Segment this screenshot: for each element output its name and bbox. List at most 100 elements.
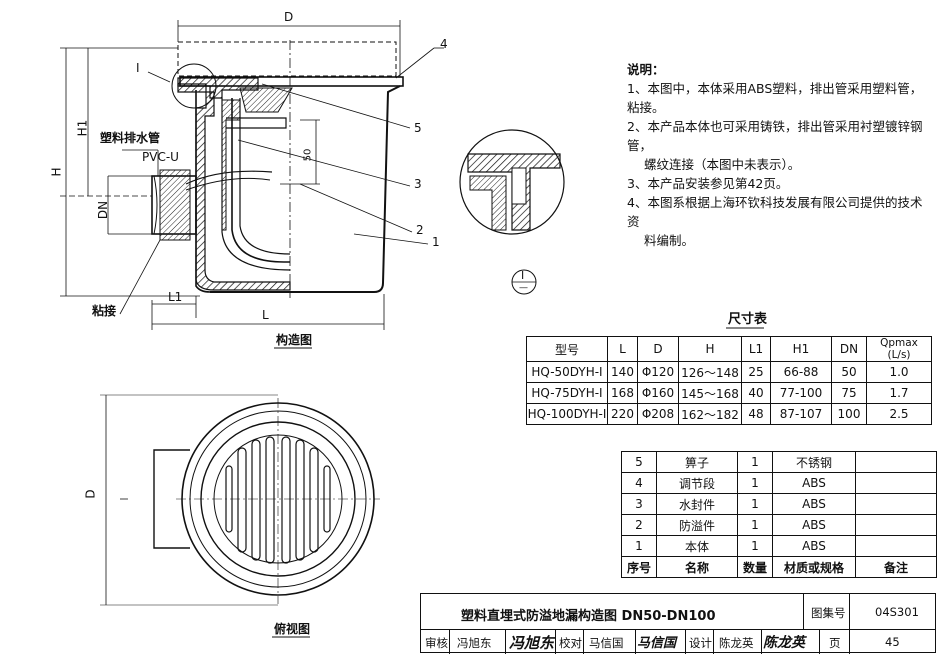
header-cell: H (678, 336, 742, 362)
header-cell: 备注 (855, 556, 937, 578)
table-row: 1 本体 1 ABS (621, 535, 937, 557)
cell: 145～168 (678, 382, 742, 404)
cell: 防溢件 (656, 514, 738, 536)
detail-bubble-top: I (521, 269, 525, 282)
cell: 水封件 (656, 493, 738, 515)
cell: 25 (741, 361, 771, 383)
section-view (60, 20, 444, 330)
cell: 不锈钢 (772, 451, 856, 473)
note-3: 3、本产品安装参见第42页。 (627, 176, 789, 191)
cell: Φ160 (637, 382, 679, 404)
cell: HQ-50DYH-Ⅰ (526, 361, 608, 383)
header-cell: L1 (741, 336, 771, 362)
drawing-title: 塑料直埋式防溢地漏构造图 DN50-DN100 (461, 609, 716, 624)
note-4: 4、本图系根据上海环钦科技发展有限公司提供的技术资 (627, 195, 923, 229)
note-1: 1、本图中，本体采用ABS塑料，排出管采用塑料管，粘接。 (627, 81, 923, 115)
notes: 说明： 1、本图中，本体采用ABS塑料，排出管采用塑料管，粘接。 2、本产品本体… (627, 60, 927, 250)
cell: 调节段 (656, 472, 738, 494)
table-row: 4 调节段 1 ABS (621, 472, 937, 494)
dim-D-label: D (284, 10, 294, 24)
detail-enlarged (459, 129, 565, 295)
header-cell: 序号 (621, 556, 657, 578)
callout-3: 3 (414, 177, 422, 191)
cell: 3 (621, 493, 657, 515)
dim-DN-label: DN (96, 200, 111, 220)
dimension-table-title: 尺寸表 (728, 312, 768, 327)
table-row: HQ-50DYH-Ⅰ 140 Φ120 126～148 25 66-88 50 … (526, 361, 932, 383)
cell: 5 (621, 451, 657, 473)
cell: 4 (621, 472, 657, 494)
cell: ABS (772, 493, 856, 515)
callout-2: 2 (416, 223, 424, 237)
reviewer-name: 冯旭东 (457, 636, 492, 650)
dim-50-label: 50 (302, 148, 314, 162)
cell: 162～182 (678, 403, 742, 425)
cell: 1 (737, 535, 773, 557)
atlas-label: 图集号 (811, 606, 846, 620)
cell: 40 (741, 382, 771, 404)
cell: Φ208 (637, 403, 679, 425)
design-label: 设计 (689, 636, 712, 650)
cell: 87-107 (770, 403, 832, 425)
table-header-row: 型号 L D H L1 H1 DN Qpmax (L/s) (526, 336, 932, 362)
cell: 75 (831, 382, 867, 404)
table-row: HQ-100DYH-Ⅰ 220 Φ208 162～182 48 87-107 1… (526, 403, 932, 425)
cell: ABS (772, 472, 856, 494)
header-cell: 数量 (737, 556, 773, 578)
plan-view (100, 394, 380, 606)
callout-4: 4 (440, 37, 448, 51)
cell: 50 (831, 361, 867, 383)
dim-D-plan-label: D (83, 489, 98, 499)
pvc-label: PVC-U (142, 150, 179, 164)
cell: 220 (607, 403, 638, 425)
table-header-row: 序号 名称 数量 材质或规格 备注 (621, 556, 937, 578)
dimension-table: 型号 L D H L1 H1 DN Qpmax (L/s) HQ-50DYH-Ⅰ… (526, 336, 932, 425)
dim-L-label: L (262, 308, 269, 322)
header-cell: H1 (770, 336, 832, 362)
checker-signature: 马信国 (637, 636, 677, 651)
cell: 1 (737, 472, 773, 494)
cell: ABS (772, 514, 856, 536)
cell: 66-88 (770, 361, 832, 383)
header-cell: Qpmax (L/s) (866, 336, 932, 362)
pipe-label: 塑料排水管 (100, 131, 161, 145)
construction-view-title: 构造图 (276, 333, 313, 347)
check-label: 校对 (559, 636, 582, 650)
cell: 77-100 (770, 382, 832, 404)
cell: HQ-100DYH-Ⅰ (526, 403, 608, 425)
cell (855, 535, 937, 557)
cell: 1 (737, 451, 773, 473)
page-label: 页 (829, 636, 841, 650)
dim-H1-label: H1 (75, 119, 90, 137)
cell: 1 (737, 493, 773, 515)
cell: 126～148 (678, 361, 742, 383)
cell: 1 (737, 514, 773, 536)
header-cell: 名称 (656, 556, 738, 578)
cell (855, 451, 937, 473)
detail-label-I: I (136, 61, 140, 75)
cell: 1 (621, 535, 657, 557)
cell: 1.7 (866, 382, 932, 404)
review-label: 审核 (425, 636, 448, 650)
cell: 2.5 (866, 403, 932, 425)
plan-view-title: 俯视图 (274, 622, 311, 636)
cell: ABS (772, 535, 856, 557)
header-cell: L (607, 336, 638, 362)
dim-L1-label: L1 (168, 290, 183, 304)
cell: HQ-75DYH-Ⅰ (526, 382, 608, 404)
table-row: 2 防溢件 1 ABS (621, 514, 937, 536)
header-cell: D (637, 336, 679, 362)
cell: Φ120 (637, 361, 679, 383)
table-row: 5 箅子 1 不锈钢 (621, 451, 937, 473)
table-row: HQ-75DYH-Ⅰ 168 Φ160 145～168 40 77-100 75… (526, 382, 932, 404)
note-2: 2、本产品本体也可采用铸铁，排出管采用衬塑镀锌钢管， (627, 119, 923, 153)
header-cell: 材质或规格 (772, 556, 856, 578)
cell: 1.0 (866, 361, 932, 383)
cell: 48 (741, 403, 771, 425)
title-row: 塑料直埋式防溢地漏构造图 DN50-DN100 图集号 04S301 (421, 594, 935, 654)
cell (855, 514, 937, 536)
callout-1: 1 (432, 235, 440, 249)
checker-name: 马信国 (589, 636, 624, 650)
cell: 本体 (656, 535, 738, 557)
